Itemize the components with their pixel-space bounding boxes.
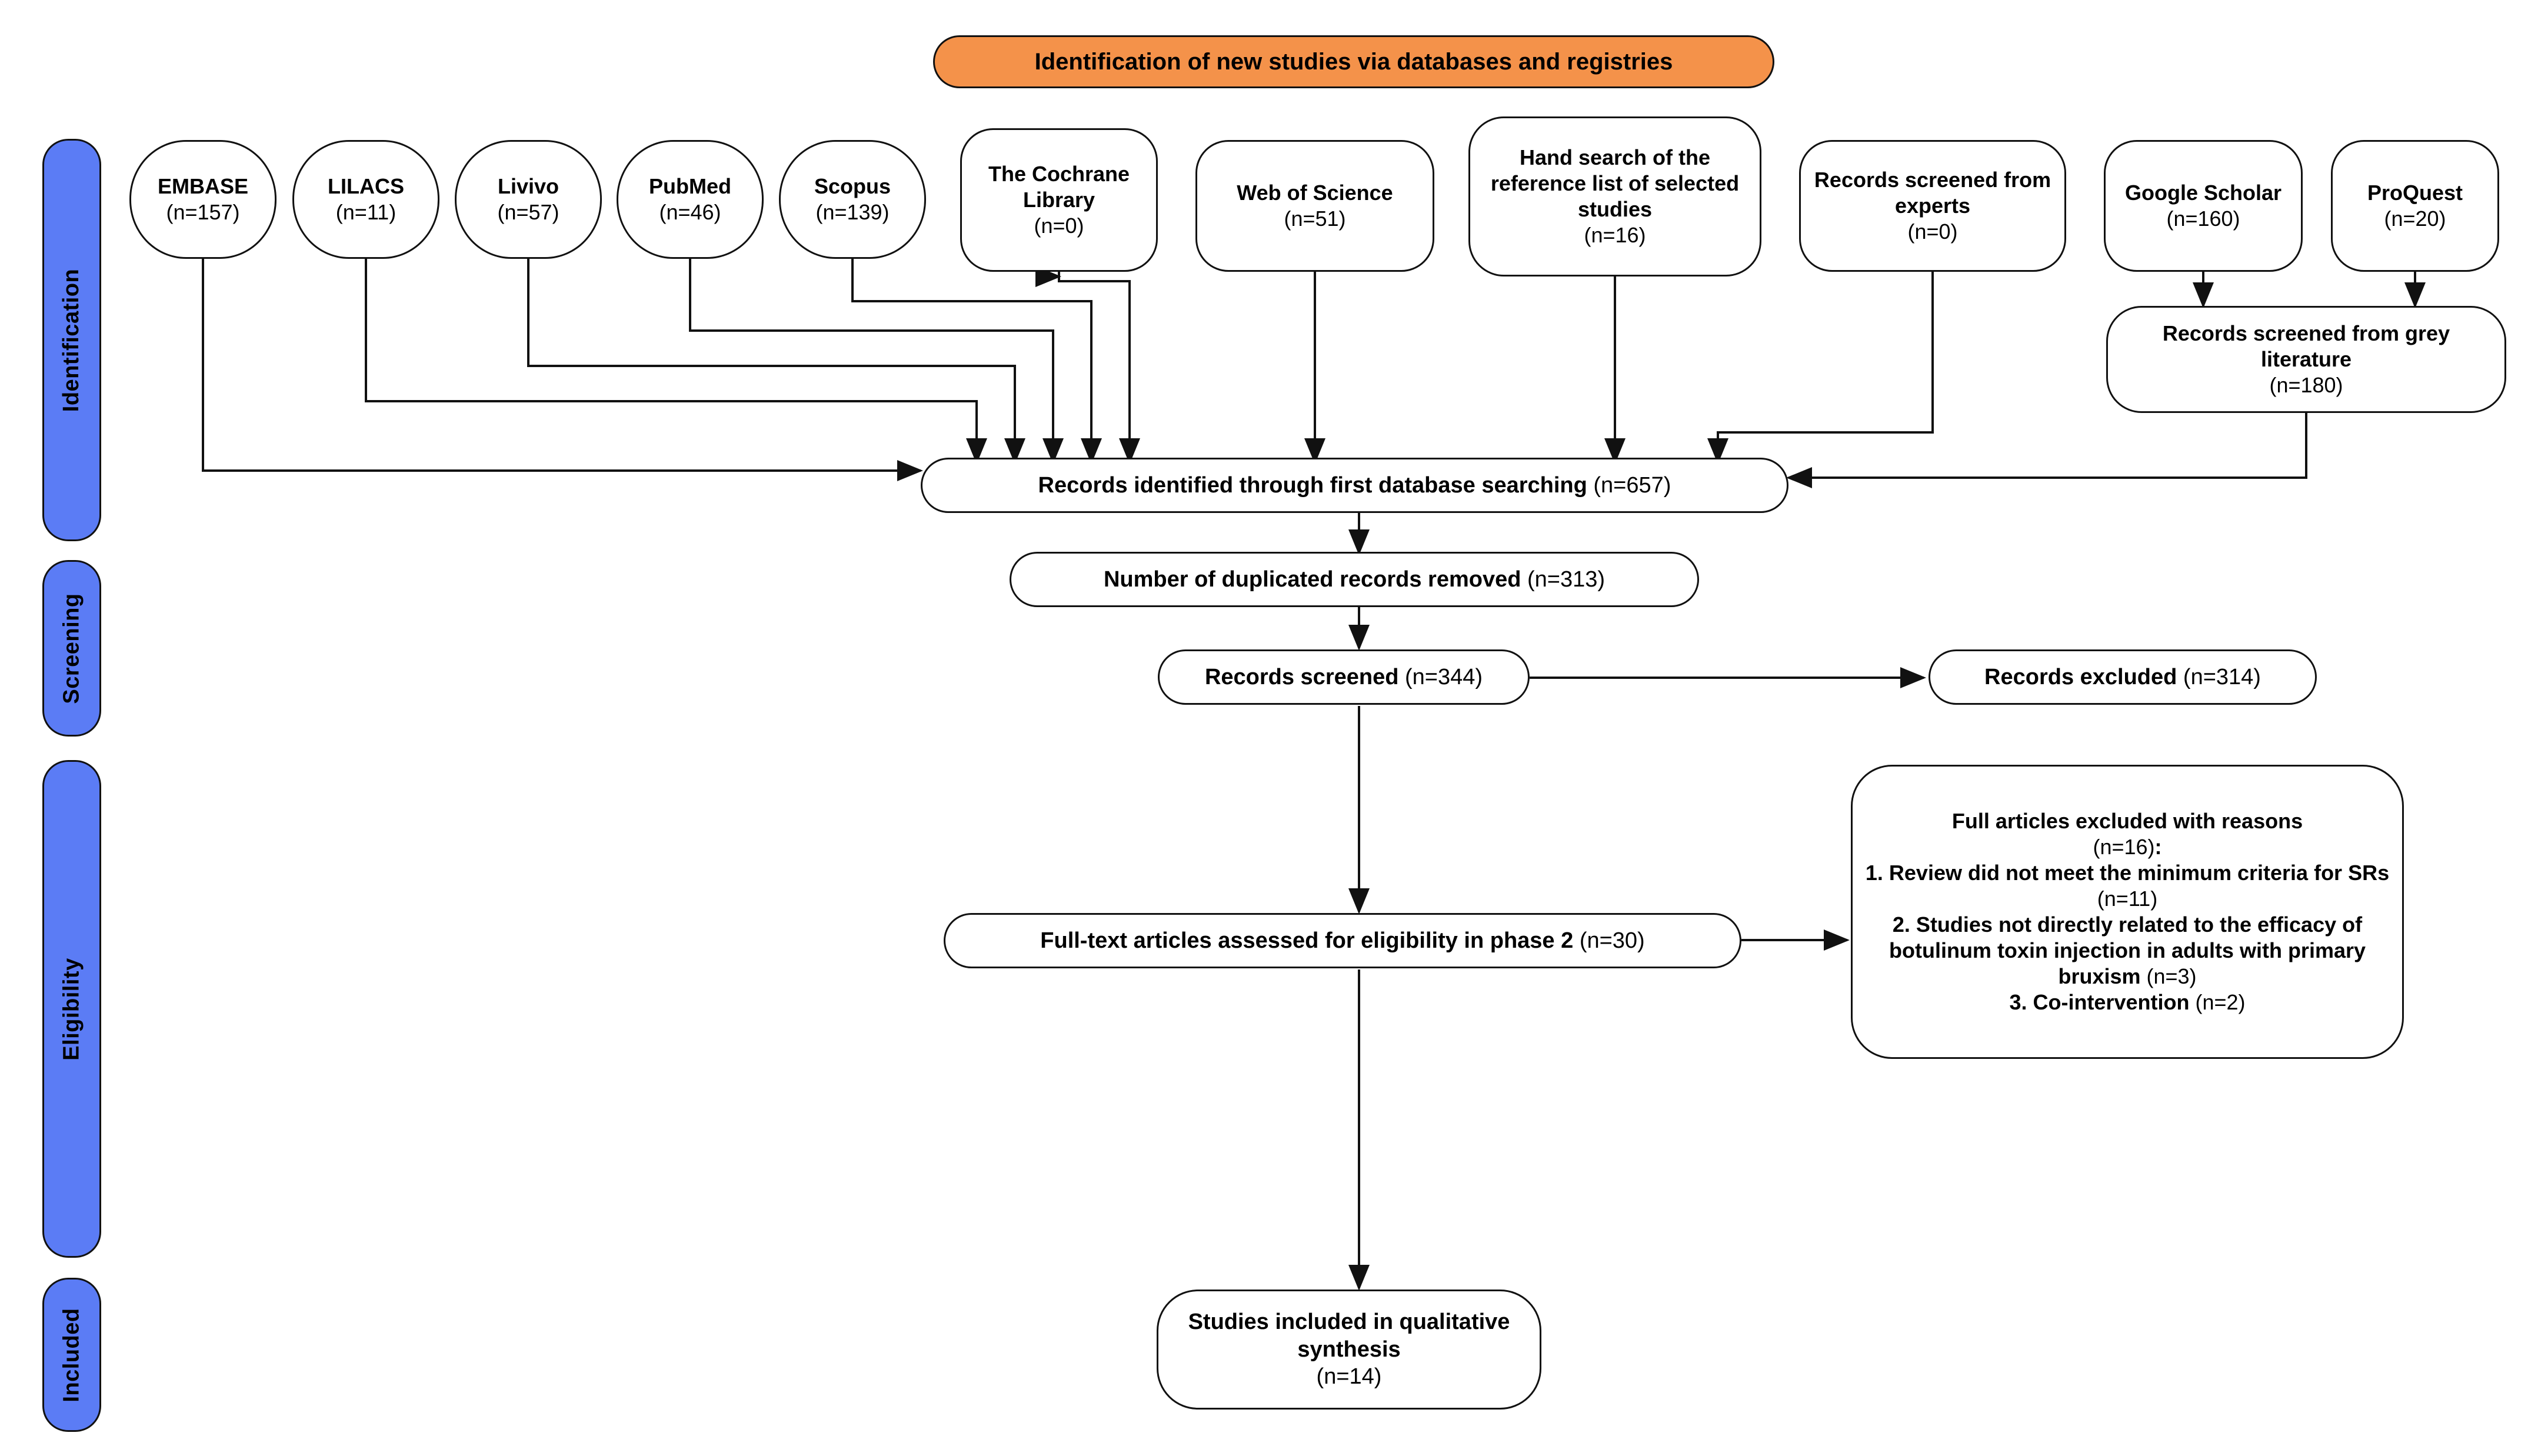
source-scopus-label: Scopus xyxy=(814,174,891,199)
duplicates-removed-label: Number of duplicated records removed xyxy=(1103,567,1527,592)
source-pubmed: PubMed (n=46) xyxy=(617,140,764,259)
phase-screening-label: Screening xyxy=(59,592,84,704)
source-proquest-count: (n=20) xyxy=(2384,206,2446,231)
exclusion-reason-2: 2. Studies not directly related to the e… xyxy=(1888,912,2366,988)
fulltext-assessed-box: Full-text articles assessed for eligibil… xyxy=(944,913,1741,968)
banner-identification: Identification of new studies via databa… xyxy=(933,35,1774,88)
source-lilacs: LILACS (n=11) xyxy=(292,140,439,259)
studies-included-count: (n=14) xyxy=(1316,1364,1382,1390)
phase-identification: Identification xyxy=(42,139,101,541)
records-screened-box: Records screened (n=344) xyxy=(1158,649,1530,705)
exclusion-reason-1: 1. Review did not meet the minimum crite… xyxy=(1865,861,2390,885)
source-cochrane: The Cochrane Library (n=0) xyxy=(960,128,1158,272)
grey-literature-count: (n=180) xyxy=(2269,372,2343,397)
duplicates-removed-box: Number of duplicated records removed (n=… xyxy=(1010,552,1699,607)
source-pubmed-label: PubMed xyxy=(649,174,731,199)
source-lilacs-label: LILACS xyxy=(328,174,404,199)
records-identified-label: Records identified through first databas… xyxy=(1038,472,1594,498)
source-hand-search: Hand search of the reference list of sel… xyxy=(1468,116,1761,276)
studies-included-label: Studies included in qualitative synthesi… xyxy=(1188,1310,1510,1362)
source-embase-count: (n=157) xyxy=(166,200,240,224)
source-web-of-science: Web of Science (n=51) xyxy=(1195,140,1434,272)
source-hand-search-label: Hand search of the reference list of sel… xyxy=(1490,145,1740,221)
fulltext-assessed-label: Full-text articles assessed for eligibil… xyxy=(1040,928,1580,953)
exclusion-reason-3: 3. Co-intervention xyxy=(2009,989,2196,1014)
source-experts-label: Records screened from experts xyxy=(1814,168,2051,218)
duplicates-removed-count: (n=313) xyxy=(1527,567,1606,592)
records-excluded-count: (n=314) xyxy=(2183,664,2261,689)
phase-included-label: Included xyxy=(59,1307,84,1402)
grey-literature-box: Records screened from grey literature (n… xyxy=(2106,306,2506,413)
phase-identification-label: Identification xyxy=(59,268,84,412)
phase-included: Included xyxy=(42,1278,101,1432)
phase-screening: Screening xyxy=(42,560,101,737)
grey-literature-label: Records screened from grey literature xyxy=(2162,321,2450,372)
phase-eligibility: Eligibility xyxy=(42,760,101,1258)
source-web-of-science-label: Web of Science xyxy=(1237,181,1393,205)
fulltext-assessed-count: (n=30) xyxy=(1579,928,1645,953)
edge-embase xyxy=(202,259,923,481)
exclusion-reason-3-count: (n=2) xyxy=(2195,989,2246,1014)
source-livivo-count: (n=57) xyxy=(497,200,559,224)
source-experts: Records screened from experts (n=0) xyxy=(1799,140,2066,272)
source-google-scholar-count: (n=160) xyxy=(2166,206,2240,231)
source-lilacs-count: (n=11) xyxy=(335,200,397,224)
source-livivo: Livivo (n=57) xyxy=(455,140,602,259)
exclusion-count: (n=16) xyxy=(2093,835,2155,859)
source-experts-count: (n=0) xyxy=(1907,219,1958,244)
banner-label: Identification of new studies via databa… xyxy=(1034,48,1673,75)
source-proquest-label: ProQuest xyxy=(2367,181,2463,205)
source-web-of-science-count: (n=51) xyxy=(1284,206,1346,231)
exclusion-reason-1-count: (n=11) xyxy=(2097,887,2158,911)
source-hand-search-count: (n=16) xyxy=(1584,222,1646,247)
source-cochrane-count: (n=0) xyxy=(1034,213,1084,238)
source-embase-label: EMBASE xyxy=(157,174,249,199)
source-scopus: Scopus (n=139) xyxy=(779,140,926,259)
source-pubmed-count: (n=46) xyxy=(659,200,721,224)
phase-eligibility-label: Eligibility xyxy=(59,957,84,1061)
records-identified-box: Records identified through first databas… xyxy=(921,458,1788,513)
records-excluded-box: Records excluded (n=314) xyxy=(1929,649,2317,705)
source-cochrane-label: The Cochrane Library xyxy=(988,162,1130,212)
studies-included-box: Studies included in qualitative synthesi… xyxy=(1157,1290,1541,1410)
records-screened-count: (n=344) xyxy=(1405,664,1483,689)
records-excluded-label: Records excluded xyxy=(1984,664,2183,689)
source-livivo-label: Livivo xyxy=(497,174,559,199)
records-screened-label: Records screened xyxy=(1204,664,1405,689)
exclusion-reasons-box: Full articles excluded with reasons (n=1… xyxy=(1851,765,2404,1059)
source-embase: EMBASE (n=157) xyxy=(129,140,277,259)
source-proquest: ProQuest (n=20) xyxy=(2331,140,2499,272)
exclusion-colon: : xyxy=(2154,835,2162,859)
records-identified-count: (n=657) xyxy=(1593,472,1671,498)
source-scopus-count: (n=139) xyxy=(815,200,890,224)
exclusion-title: Full articles excluded with reasons xyxy=(1951,809,2303,834)
source-google-scholar-label: Google Scholar xyxy=(2124,181,2282,205)
exclusion-reason-2-count: (n=3) xyxy=(2146,964,2197,988)
source-google-scholar: Google Scholar (n=160) xyxy=(2104,140,2303,272)
